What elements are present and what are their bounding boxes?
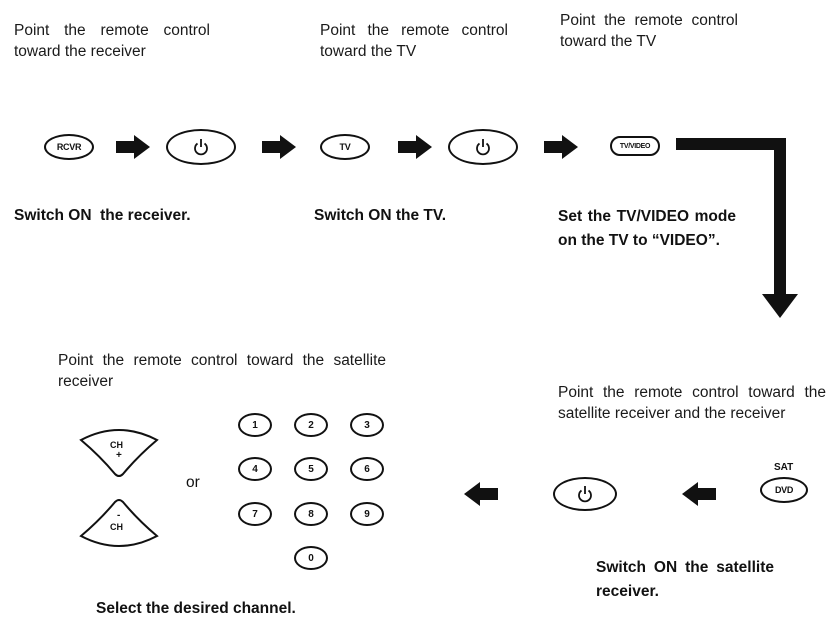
step3-caption: Set the TV/VIDEO mode on the TV to “VIDE…	[558, 208, 736, 249]
step5-caption: Select the desired channel.	[96, 600, 296, 617]
step2-instruction: Point the remote control toward the TV	[320, 22, 508, 60]
step1-instruction: Point the remote control toward the rece…	[14, 22, 210, 60]
sat-label: SAT	[774, 462, 794, 473]
power-button-receiver	[166, 129, 236, 165]
power-button-satellite	[553, 477, 617, 511]
left-arrow-icon	[464, 482, 498, 506]
step5-instruction: Point the remote control toward the sate…	[58, 352, 386, 390]
step4-instruction: Point the remote control toward the sate…	[558, 384, 826, 422]
tv-button-label: TV	[339, 142, 351, 152]
number-button-3: 3	[350, 413, 384, 437]
dvd-button-label: DVD	[774, 485, 794, 495]
ch-down-button: - CH	[78, 498, 160, 550]
power-icon	[476, 139, 490, 156]
ch-up-sign: +	[116, 450, 122, 461]
tv-video-button-label: TV/VIDEO	[619, 142, 651, 150]
number-button-1: 1	[238, 413, 272, 437]
number-button-7: 7	[238, 502, 272, 526]
ch-down-label: CH	[110, 522, 123, 532]
number-button-9: 9	[350, 502, 384, 526]
number-button-0: 0	[294, 546, 328, 570]
down-arrow-icon	[676, 138, 798, 318]
number-button-2: 2	[294, 413, 328, 437]
ch-up-button: CH +	[78, 426, 160, 478]
or-label: or	[186, 474, 200, 491]
power-icon	[194, 139, 208, 156]
number-button-4: 4	[238, 457, 272, 481]
dvd-button: DVD	[760, 477, 808, 503]
step4-caption: Switch ON the satellite receiver.	[596, 559, 774, 600]
power-icon	[578, 486, 592, 503]
ch-up-label: CH	[110, 440, 123, 450]
rcvr-button: RCVR	[44, 134, 94, 160]
ch-down-sign: -	[117, 510, 121, 521]
right-arrow-icon	[544, 135, 578, 159]
number-button-6: 6	[350, 457, 384, 481]
step3-instruction: Point the remote control toward the TV	[560, 12, 738, 50]
power-button-tv	[448, 129, 518, 165]
step1-caption: Switch ON the receiver.	[14, 207, 191, 224]
left-arrow-icon	[682, 482, 716, 506]
right-arrow-icon	[398, 135, 432, 159]
right-arrow-icon	[262, 135, 296, 159]
tv-button: TV	[320, 134, 370, 160]
tv-video-button: TV/VIDEO	[610, 136, 660, 156]
step2-caption: Switch ON the TV.	[314, 207, 447, 224]
rcvr-button-label: RCVR	[56, 142, 82, 152]
number-button-8: 8	[294, 502, 328, 526]
right-arrow-icon	[116, 135, 150, 159]
number-button-5: 5	[294, 457, 328, 481]
